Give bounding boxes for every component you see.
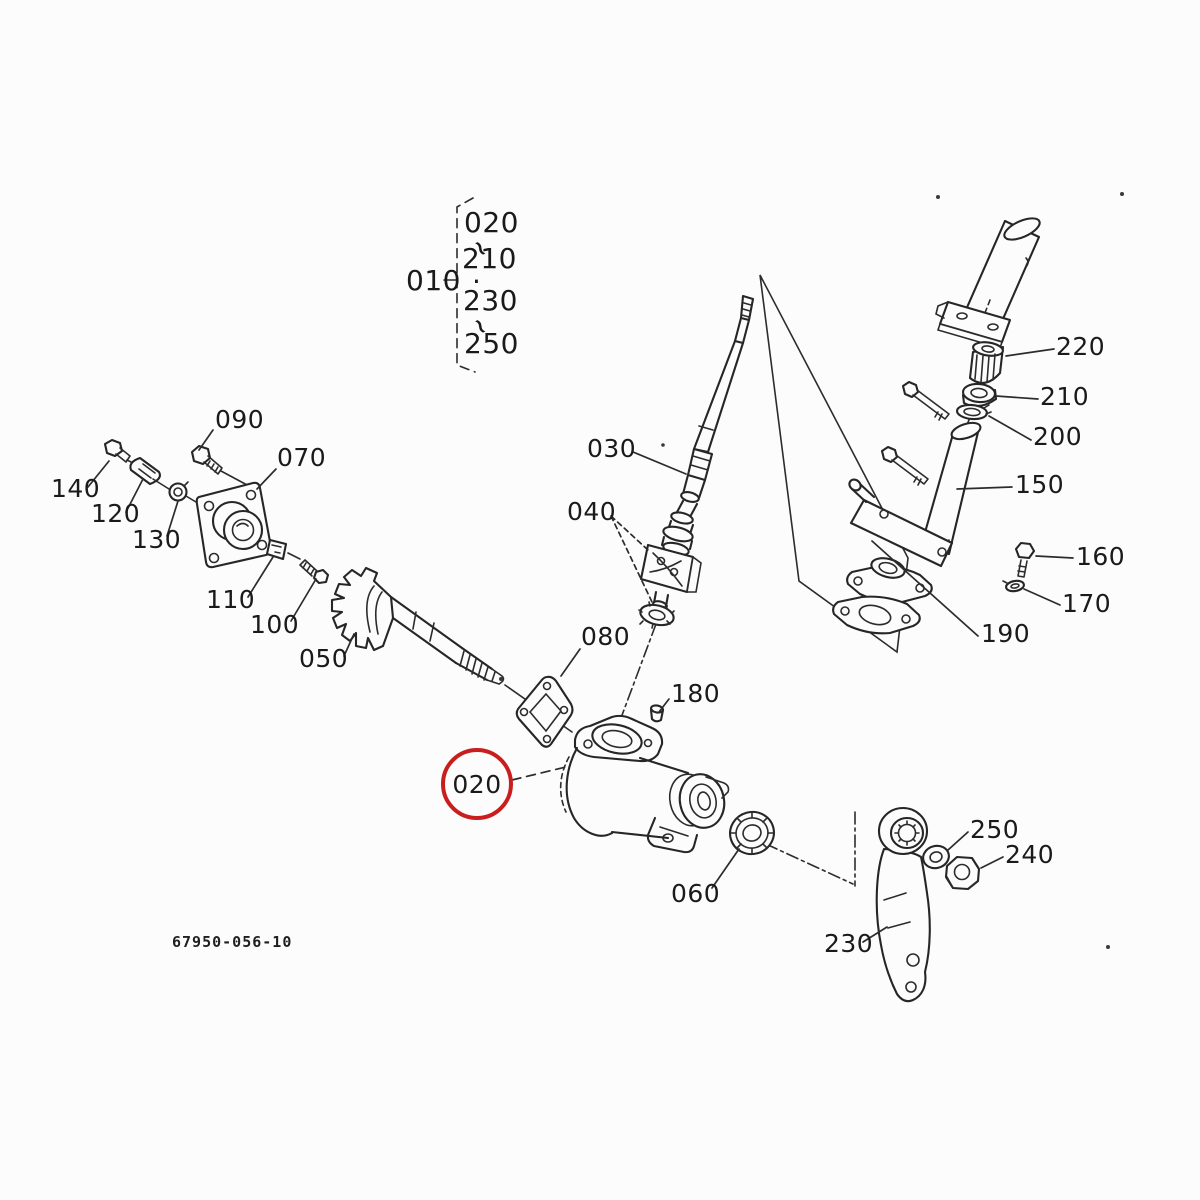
clip-110-drawing <box>265 538 301 561</box>
legend-item-250: 250 <box>464 327 519 360</box>
legend-labels: 010 020 ~ 210 · 230 ~ 250 <box>406 206 519 360</box>
steering-shaft-030-drawing <box>674 294 755 519</box>
flange-190-drawing <box>832 557 933 635</box>
snap-ring-200-drawing <box>955 403 992 421</box>
spacer-120-drawing <box>129 456 170 490</box>
part-label-020-highlighted: 020 <box>452 770 501 799</box>
bolt-100-drawing <box>299 559 330 585</box>
part-label-130: 130 <box>132 525 181 554</box>
column-150-drawing <box>848 380 982 568</box>
part-labels: 090 140 070 120 130 110 100 050 030 040 … <box>51 332 1125 958</box>
part-label-160: 160 <box>1076 542 1125 571</box>
gasket-080-drawing <box>515 675 574 748</box>
part-label-170: 170 <box>1062 589 1111 618</box>
washer-130-drawing <box>168 481 197 503</box>
gear-case-020-drawing <box>559 714 730 854</box>
part-label-210: 210 <box>1040 382 1089 411</box>
part-label-120: 120 <box>91 499 140 528</box>
legend-separator-dot: · <box>472 265 481 298</box>
part-label-070: 070 <box>277 443 326 472</box>
legend-assembly-label: 010 <box>406 264 461 297</box>
part-label-240: 240 <box>1005 840 1054 869</box>
part-label-150: 150 <box>1015 470 1064 499</box>
ball-nut-040-drawing <box>638 511 702 629</box>
cup-210-drawing <box>961 382 998 408</box>
part-label-250: 250 <box>970 815 1019 844</box>
pitman-arm-230-drawing <box>875 806 931 1003</box>
legend-item-210: 210 <box>462 242 517 275</box>
part-label-040: 040 <box>567 497 616 526</box>
part-label-190: 190 <box>981 619 1030 648</box>
part-label-140: 140 <box>51 474 100 503</box>
legend-bracket <box>443 197 476 373</box>
bushing-220-drawing <box>968 341 1005 384</box>
part-label-230: 230 <box>824 929 873 958</box>
sector-shaft-050-drawing <box>330 566 573 733</box>
bearing-060-drawing <box>729 810 775 856</box>
part-label-030: 030 <box>587 434 636 463</box>
side-cover-070-drawing <box>195 481 273 569</box>
plug-180-drawing <box>649 704 665 723</box>
part-label-090: 090 <box>215 405 264 434</box>
scan-specks <box>661 192 1124 949</box>
part-label-180: 180 <box>671 679 720 708</box>
legend-item-230: 230 <box>463 284 518 317</box>
part-label-220: 220 <box>1056 332 1105 361</box>
part-label-100: 100 <box>250 610 299 639</box>
assembly-boundary-outline <box>759 274 909 654</box>
part-label-060: 060 <box>671 879 720 908</box>
part-label-050: 050 <box>299 644 348 673</box>
washer-170-drawing <box>1002 579 1025 593</box>
leader-lines <box>87 348 1074 943</box>
washer-250-drawing <box>922 844 950 870</box>
legend-item-020: 020 <box>464 206 519 239</box>
part-label-080: 080 <box>581 622 630 651</box>
nut-240-drawing <box>944 855 981 891</box>
part-label-110: 110 <box>206 585 255 614</box>
part-label-200: 200 <box>1033 422 1082 451</box>
highlighted-part-callout: 020 <box>441 748 513 820</box>
drawing-number: 67950-056-10 <box>172 933 292 951</box>
bolt-160-drawing <box>1014 541 1036 578</box>
bolt-090-drawing <box>190 444 250 487</box>
highlight-circle <box>441 748 513 820</box>
